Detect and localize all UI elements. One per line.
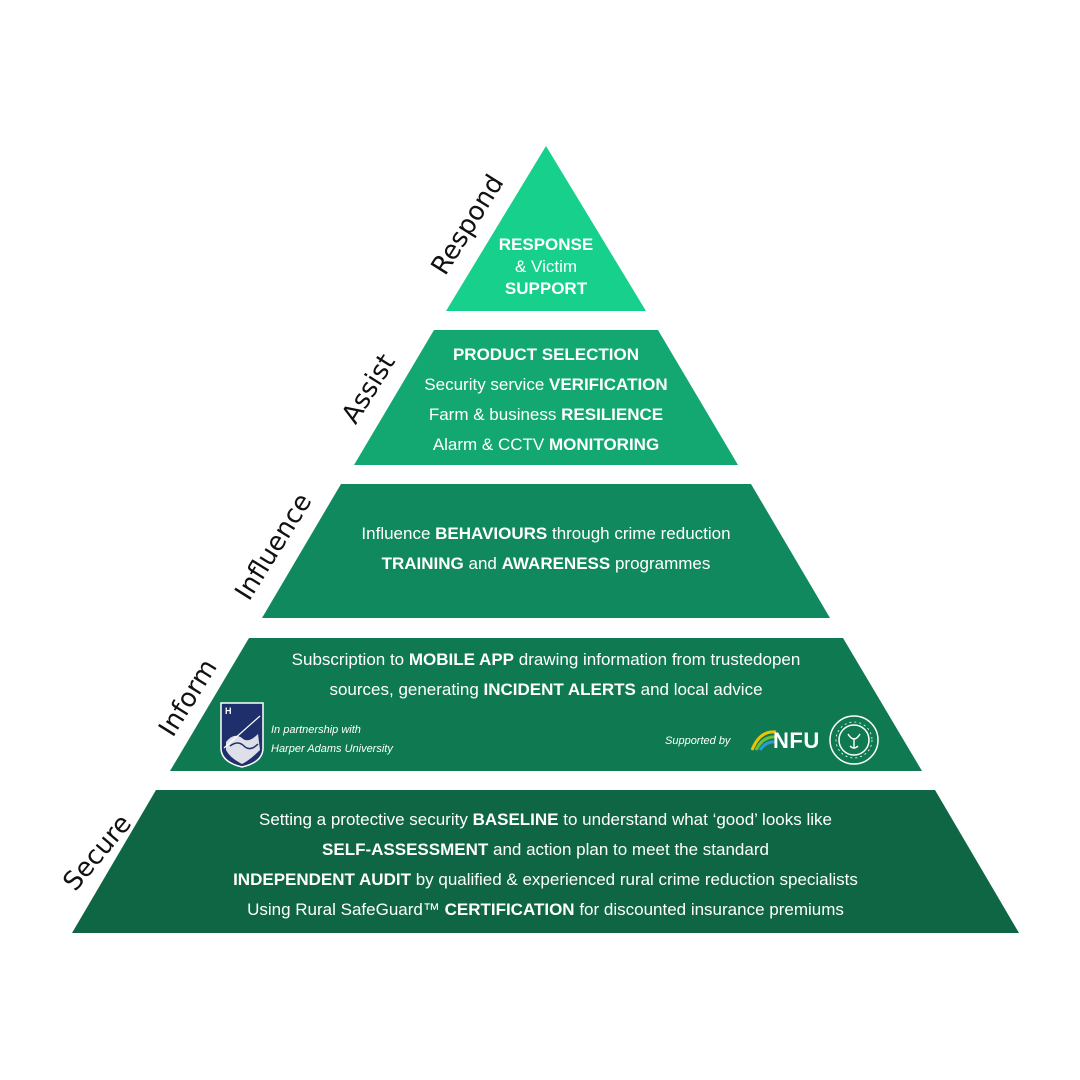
- harper-adams-shield-logo: H: [220, 702, 264, 768]
- tier-influence: Influence BEHAVIOURS through crime reduc…: [262, 484, 830, 618]
- assist-line-3: Farm & business RESILIENCE: [354, 400, 738, 430]
- tier-respond-shape: [446, 146, 646, 311]
- secure-line-1-c: to understand what ‘good’ looks like: [558, 810, 832, 829]
- secure-line-1-a: Setting a protective security: [259, 810, 473, 829]
- tier-respond-triangle: [446, 146, 646, 311]
- secure-line-2-b: and action plan to meet the standard: [488, 840, 769, 859]
- influence-line-1-b: BEHAVIOURS: [435, 524, 548, 543]
- tier-inform-trapezoid: [170, 638, 922, 771]
- inform-line-2: sources, generating INCIDENT ALERTS and …: [170, 675, 922, 705]
- secure-line-1-b: BASELINE: [472, 810, 559, 829]
- inform-line-2-a: sources, generating: [329, 680, 484, 699]
- assist-line-3-text: Farm & business: [428, 405, 562, 424]
- assist-line-4-bold: MONITORING: [549, 435, 660, 454]
- assist-line-2: Security service VERIFICATION: [354, 370, 738, 400]
- secure-line-4-c: for discounted insurance premiums: [574, 900, 844, 919]
- inform-line-2-c: and local advice: [635, 680, 763, 699]
- tier-assist-trapezoid: [354, 330, 738, 465]
- influence-line-2: TRAINING and AWARENESS programmes: [262, 549, 830, 579]
- influence-line-2-a: TRAINING: [381, 554, 464, 573]
- inform-line-1: Subscription to MOBILE APP drawing infor…: [170, 645, 922, 675]
- young-farmers-clubs-logo: [829, 715, 879, 765]
- partnership-caption: In partnership with Harper Adams Univers…: [271, 721, 393, 759]
- secure-line-4-a: Using Rural SafeGuard™: [247, 900, 445, 919]
- inform-line-1-a: Subscription to: [291, 650, 409, 669]
- secure-line-4-b: CERTIFICATION: [444, 900, 575, 919]
- tier-secure-shape: [72, 790, 1019, 933]
- assist-line-4: Alarm & CCTV MONITORING: [354, 430, 738, 460]
- inform-line-2-b: INCIDENT ALERTS: [483, 680, 636, 699]
- nfu-logo: [750, 730, 777, 751]
- inform-line-1-c: drawing information from trustedopen: [514, 650, 801, 669]
- tier-assist-shape: [354, 330, 738, 465]
- secure-line-3-b: by qualified & experienced rural crime r…: [410, 870, 858, 889]
- secure-line-4: Using Rural SafeGuard™ CERTIFICATION for…: [72, 895, 1019, 925]
- influence-line-1: Influence BEHAVIOURS through crime reduc…: [262, 519, 830, 549]
- influence-text: Influence BEHAVIOURS through crime reduc…: [262, 519, 830, 579]
- secure-text: Setting a protective security BASELINE t…: [72, 805, 1019, 925]
- influence-line-2-c: AWARENESS: [501, 554, 611, 573]
- inform-line-1-b: MOBILE APP: [408, 650, 515, 669]
- tier-secure: Setting a protective security BASELINE t…: [72, 790, 1019, 933]
- partnership-line-2: Harper Adams University: [271, 743, 393, 755]
- influence-line-1-a: Influence: [361, 524, 436, 543]
- nfu-logo-text: NFU: [773, 728, 820, 753]
- influence-line-2-b: and: [463, 554, 502, 573]
- assist-line-2-text: Security service: [424, 375, 549, 394]
- secure-line-2-a: SELF-ASSESSMENT: [322, 840, 489, 859]
- secure-line-1: Setting a protective security BASELINE t…: [72, 805, 1019, 835]
- assist-line-3-bold: RESILIENCE: [561, 405, 664, 424]
- assist-line-1: PRODUCT SELECTION: [452, 345, 640, 364]
- tier-influence-trapezoid: [262, 484, 830, 618]
- respond-line-3: SUPPORT: [504, 279, 588, 298]
- respond-text: RESPONSE & Victim SUPPORT: [446, 234, 646, 300]
- tier-respond: RESPONSE & Victim SUPPORT: [446, 146, 646, 311]
- assist-line-4-text: Alarm & CCTV: [432, 435, 549, 454]
- inform-text: Subscription to MOBILE APP drawing infor…: [170, 645, 922, 705]
- secure-line-3: INDEPENDENT AUDIT by qualified & experie…: [72, 865, 1019, 895]
- tier-inform-shape: [170, 638, 922, 771]
- secure-line-2: SELF-ASSESSMENT and action plan to meet …: [72, 835, 1019, 865]
- influence-line-1-c: through crime reduction: [547, 524, 731, 543]
- respond-line-1: RESPONSE: [498, 235, 594, 254]
- supported-by-label: Supported by: [665, 735, 731, 747]
- respond-line-2: & Victim: [514, 257, 578, 276]
- tier-influence-shape: [262, 484, 830, 618]
- tier-inform: Subscription to MOBILE APP drawing infor…: [170, 638, 922, 771]
- partnership-line-1: In partnership with: [271, 724, 361, 736]
- tier-secure-trapezoid: [72, 790, 1019, 933]
- influence-line-2-d: programmes: [610, 554, 711, 573]
- secure-line-3-a: INDEPENDENT AUDIT: [233, 870, 411, 889]
- tier-assist: PRODUCT SELECTION Security service VERIF…: [354, 330, 738, 465]
- assist-text: PRODUCT SELECTION Security service VERIF…: [354, 340, 738, 460]
- assist-line-2-bold: VERIFICATION: [549, 375, 668, 394]
- svg-text:H: H: [225, 706, 232, 716]
